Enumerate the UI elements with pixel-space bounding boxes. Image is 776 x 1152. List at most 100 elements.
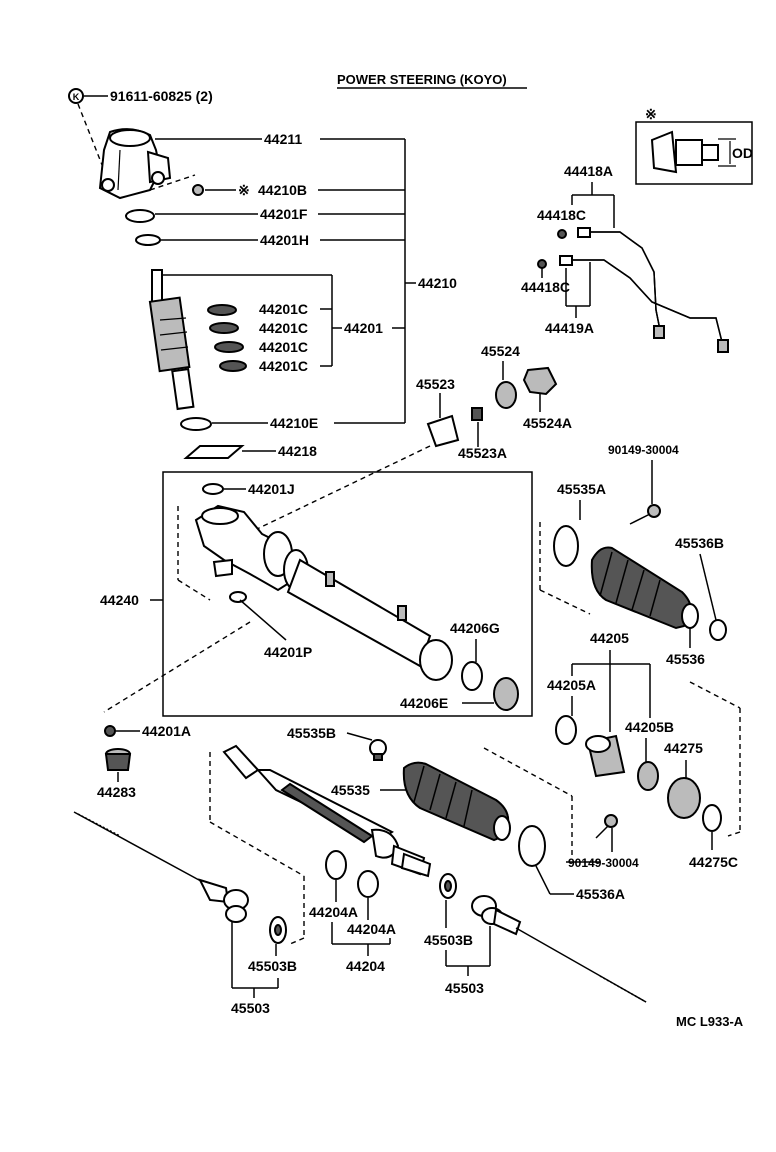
- note-symbol-44210b: ※: [238, 182, 250, 198]
- label-44419a: 44419A: [545, 320, 594, 336]
- clip-45536b: [709, 619, 727, 641]
- bushing-44201p: [229, 591, 247, 603]
- ring-44275c: [702, 804, 722, 832]
- bushing-44275: [667, 777, 701, 819]
- washer-45503b-right: [439, 873, 457, 899]
- rack-housing-group-box: [162, 471, 533, 717]
- label-44201p: 44201P: [264, 644, 312, 660]
- ring-44204a-right: [357, 870, 379, 898]
- label-44206g: 44206G: [450, 620, 500, 636]
- label-44201a: 44201A: [142, 723, 191, 739]
- steering-rack: [222, 744, 432, 878]
- label-45535b: 45535B: [287, 725, 336, 741]
- label-44204a-left: 44204A: [309, 904, 358, 920]
- label-44210: 44210: [418, 275, 457, 291]
- union-bolt-44418c-lower: [537, 259, 547, 269]
- nut-44210b: [192, 184, 204, 196]
- pipe-end-od-inset: [635, 121, 753, 185]
- label-44201f: 44201F: [260, 206, 308, 222]
- label-45523a: 45523A: [458, 445, 507, 461]
- ring-44201f: [125, 209, 155, 223]
- label-44205a: 44205A: [547, 677, 596, 693]
- boot-45536: [590, 546, 699, 630]
- circle-marker-letter: K: [73, 92, 80, 102]
- rack-guide-44205: [585, 734, 626, 778]
- clip-45535b: [369, 739, 387, 761]
- label-44210b: 44210B: [258, 182, 307, 198]
- label-45503b-left: 45503B: [248, 958, 297, 974]
- label-45536: 45536: [666, 651, 705, 667]
- plug-45524: [495, 381, 517, 409]
- label-45503-right: 45503: [445, 980, 484, 996]
- label-44275: 44275: [664, 740, 703, 756]
- ring-44201h: [135, 234, 161, 246]
- label-44418a: 44418A: [564, 163, 613, 179]
- ring-44201c-1: [207, 304, 237, 316]
- cap-44283: [104, 748, 132, 771]
- label-44205b: 44205B: [625, 719, 674, 735]
- label-44418c-upper: 44418C: [537, 207, 586, 223]
- ring-44201c-4: [219, 360, 247, 372]
- bushing-44206e: [493, 677, 519, 711]
- washer-45503b-left: [269, 916, 287, 944]
- label-45536b: 45536B: [675, 535, 724, 551]
- ring-44204a-left: [325, 850, 347, 880]
- label-45503-left: 45503: [231, 1000, 270, 1016]
- label-44201c-3: 44201C: [259, 339, 308, 355]
- seal-44205a: [555, 715, 577, 745]
- clamp-45535a: [553, 525, 579, 567]
- tie-rod-left-45503: [73, 811, 249, 923]
- label-44205: 44205: [590, 630, 629, 646]
- locknut-45524a: [522, 366, 558, 396]
- label-44210e: 44210E: [270, 415, 318, 431]
- pinion-shaft: [148, 269, 195, 411]
- bolt-90149-upper: [629, 504, 661, 525]
- label-44418c-lower: 44418C: [521, 279, 570, 295]
- label-45535a: 45535A: [557, 481, 606, 497]
- label-44201h: 44201H: [260, 232, 309, 248]
- ring-44201c-3: [214, 341, 244, 353]
- label-44275c: 44275C: [689, 854, 738, 870]
- yoke-45523: [426, 414, 460, 448]
- gasket-44218: [183, 445, 245, 459]
- label-44240: 44240: [100, 592, 139, 608]
- circle-k-marker-icon: [68, 88, 84, 104]
- boot-45535: [402, 761, 511, 842]
- ring-44201c-2: [209, 322, 239, 334]
- label-45536a: 45536A: [576, 886, 625, 902]
- diagram-title: POWER STEERING (KOYO): [337, 72, 507, 87]
- label-91611-60825: 91611-60825 (2): [110, 88, 213, 104]
- bushing-44205b: [637, 761, 659, 791]
- label-od: OD: [732, 145, 753, 161]
- ring-44206g: [461, 661, 483, 691]
- label-44206e: 44206E: [400, 695, 448, 711]
- label-44211: 44211: [264, 131, 302, 147]
- label-45523: 45523: [416, 376, 455, 392]
- label-90149-lower: 90149-30004: [568, 856, 639, 870]
- rack-housing-44240: [194, 504, 453, 681]
- nut-44201a: [104, 725, 116, 737]
- label-44201c-4: 44201C: [259, 358, 308, 374]
- label-45503b-right: 45503B: [424, 932, 473, 948]
- label-44218: 44218: [278, 443, 317, 459]
- union-bolt-44418c-upper: [557, 229, 567, 239]
- label-45524a: 45524A: [523, 415, 572, 431]
- bolt-90149-lower: [595, 814, 618, 839]
- label-44201c-1: 44201C: [259, 301, 308, 317]
- valve-housing-44211: [98, 128, 172, 200]
- ring-44210e: [180, 417, 212, 431]
- label-44204a-right: 44204A: [347, 921, 396, 937]
- bushing-44201j: [202, 483, 224, 495]
- label-44201c-2: 44201C: [259, 320, 308, 336]
- pressure-tubes-44418a-44419a: [559, 227, 729, 353]
- spring-45523a: [471, 407, 483, 421]
- footer-code: MC L933-A: [676, 1014, 744, 1029]
- label-45535: 45535: [331, 782, 370, 798]
- label-45524: 45524: [481, 343, 520, 359]
- clamp-45536a: [518, 825, 546, 867]
- label-90149-upper: 90149-30004: [608, 443, 679, 457]
- tie-rod-right-45503: [471, 895, 647, 1003]
- label-44204: 44204: [346, 958, 385, 974]
- label-44283: 44283: [97, 784, 136, 800]
